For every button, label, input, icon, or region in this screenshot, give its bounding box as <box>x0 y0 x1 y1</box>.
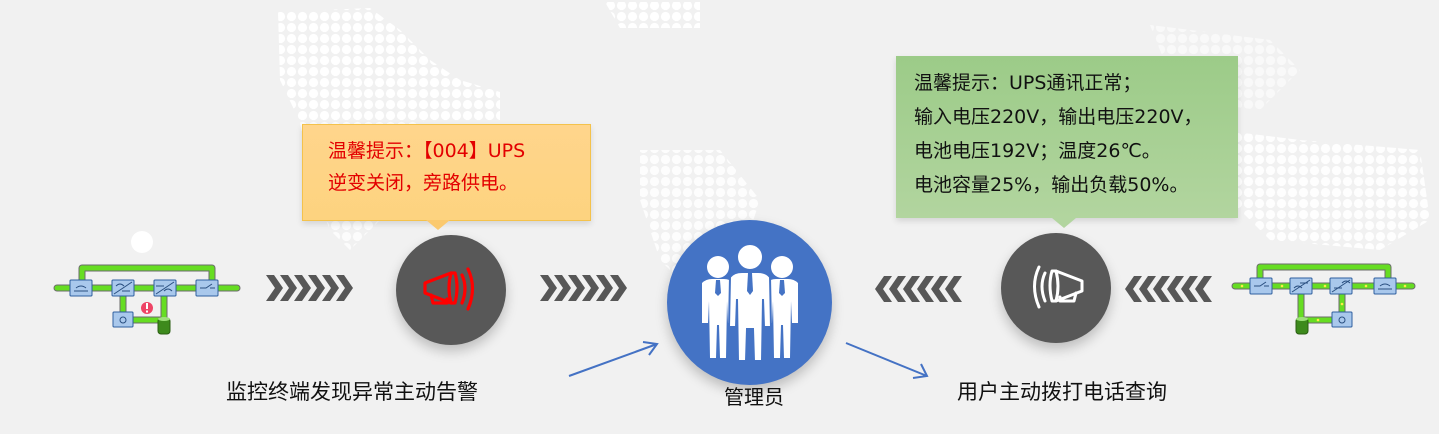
caption-administrator: 管理员 <box>724 385 784 409</box>
chevrons-left-1 <box>875 276 962 302</box>
chevrons-right-1 <box>266 275 353 301</box>
chevrons-right-2 <box>540 275 627 301</box>
arrow-to-admin <box>568 341 659 377</box>
administrators-icon <box>701 242 798 362</box>
tooltip-tail <box>426 220 450 230</box>
ups-diagram-normal <box>1231 263 1416 335</box>
ups-diagram-alarm <box>53 264 241 335</box>
alert-line-2: 逆变关闭，旁路供电。 <box>328 172 519 194</box>
status-line-4: 电池容量25%，输出负载50%。 <box>914 174 1189 196</box>
tooltip-tail <box>1052 218 1076 228</box>
status-line-3: 电池电压192V；温度26℃。 <box>914 140 1161 162</box>
megaphone-alert-icon <box>423 267 475 311</box>
caption-monitor-alert: 监控终端发现异常主动告警 <box>226 380 478 404</box>
status-line-2: 输入电压220V，输出电压220V， <box>914 106 1203 128</box>
status-line-1: 温馨提示：UPS通讯正常； <box>914 72 1142 94</box>
caption-user-phone-query: 用户主动拨打电话查询 <box>957 380 1167 404</box>
phone-query-node <box>1001 233 1111 343</box>
administrator-node <box>667 220 832 385</box>
status-tooltip: 温馨提示：UPS通讯正常； 输入电压220V，输出电压220V， 电池电压192… <box>896 56 1238 228</box>
arrow-from-admin <box>845 342 929 379</box>
alert-tooltip: 温馨提示：【004】UPS 逆变关闭，旁路供电。 <box>302 124 591 230</box>
chevrons-left-2 <box>1125 276 1212 302</box>
alert-node <box>396 235 506 345</box>
megaphone-icon <box>1033 265 1084 309</box>
alert-line-1: 温馨提示：【004】UPS <box>328 140 526 162</box>
